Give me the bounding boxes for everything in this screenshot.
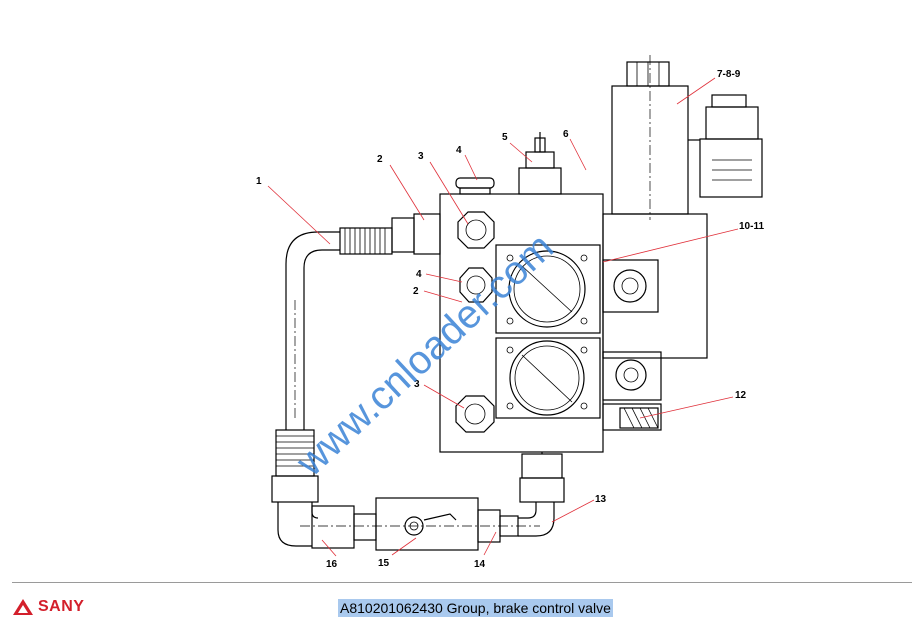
port-plugs [455,132,562,433]
callout-3-lower: 3 [414,379,420,390]
check-valve-assembly [300,452,565,551]
sany-logo: SANY [12,598,84,616]
callout-1: 1 [256,176,262,187]
sany-logo-icon [13,599,33,615]
callout-7-8-9: 7-8-9 [717,69,741,80]
callout-14: 14 [474,559,486,570]
callout-2-lower: 2 [413,286,419,297]
drawing-caption: A810201062430 Group, brake control valve [338,599,613,617]
callout-10-11: 10-11 [739,221,764,232]
brake-control-valve-drawing: 1 2 3 4 5 6 7-8-9 10-11 4 2 3 12 13 14 1… [256,55,764,570]
callout-15: 15 [378,558,390,569]
callout-5: 5 [502,132,508,143]
callout-labels: 1 2 3 4 5 6 7-8-9 10-11 4 2 3 12 13 14 1… [256,69,764,570]
footer-divider [12,582,912,583]
callout-12: 12 [735,390,747,401]
callout-3: 3 [418,151,424,162]
callout-4-lower: 4 [416,269,422,280]
logo-text: SANY [38,598,85,615]
callout-4: 4 [456,145,462,156]
callout-13: 13 [595,494,607,505]
hose-assembly [271,213,441,547]
watermark: www.cnloader.com [287,225,562,485]
callout-16: 16 [326,559,338,570]
leader-lines [267,77,739,557]
callout-6: 6 [563,129,569,140]
callout-2: 2 [377,154,383,165]
